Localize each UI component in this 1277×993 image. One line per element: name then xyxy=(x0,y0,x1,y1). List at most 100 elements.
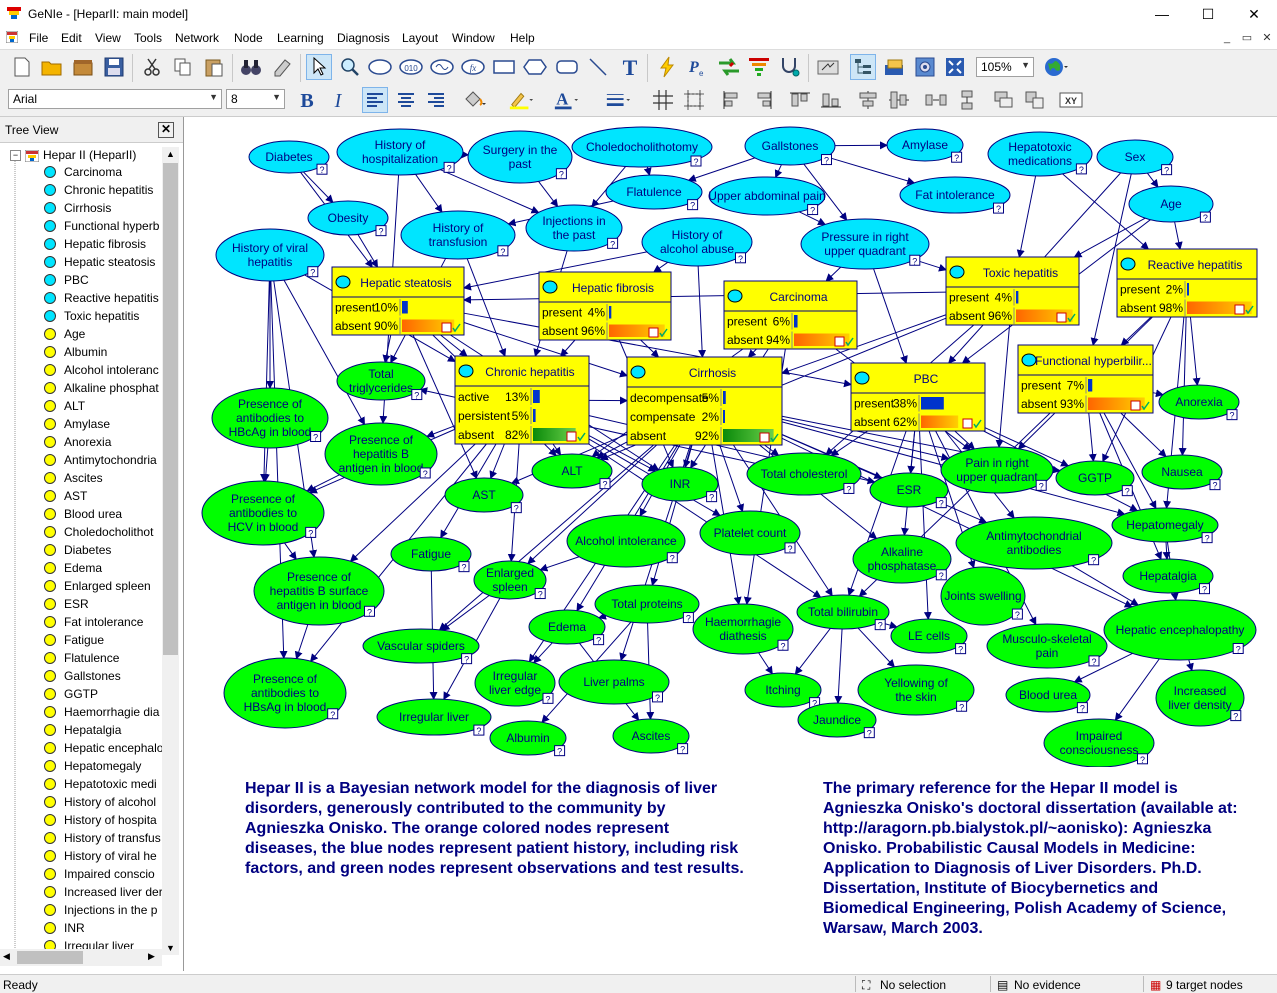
tree-item[interactable]: Irregular liver xyxy=(44,937,134,949)
menu-edit[interactable]: Edit xyxy=(61,31,82,45)
snap-to-grid-icon[interactable] xyxy=(681,87,707,113)
tree-item[interactable]: Hepatotoxic medi xyxy=(44,775,157,793)
center-horizontal-icon[interactable] xyxy=(855,87,881,113)
arc[interactable] xyxy=(826,267,841,281)
zoom-magnifier-icon[interactable] xyxy=(337,54,363,80)
arc[interactable] xyxy=(1019,176,1035,257)
symptom-node-irregular[interactable]: Irregular liver? xyxy=(377,699,491,736)
tree-item[interactable]: History of alcohol xyxy=(44,793,156,811)
arc[interactable] xyxy=(920,431,929,619)
align-right-icon[interactable] xyxy=(423,87,449,113)
menu-file[interactable]: File xyxy=(29,31,48,45)
arc[interactable] xyxy=(1189,660,1192,671)
arc[interactable] xyxy=(285,543,297,559)
zoom-select[interactable]: 105%▼ xyxy=(976,57,1034,77)
align-nodes-left-icon[interactable] xyxy=(719,87,745,113)
utility-node-icon[interactable] xyxy=(522,54,548,80)
document-icon[interactable] xyxy=(6,31,18,43)
tree-item[interactable]: Fatigue xyxy=(44,631,104,649)
tree-item[interactable]: Blood urea xyxy=(44,505,122,523)
symptom-node-esr[interactable]: ESR? xyxy=(870,473,948,509)
history-node-diabetes[interactable]: Diabetes? xyxy=(249,141,329,175)
arc[interactable] xyxy=(599,616,606,618)
symptom-node-alt[interactable]: ALT? xyxy=(532,454,612,490)
tree-item[interactable]: Hepatalgia xyxy=(44,721,121,739)
arc[interactable] xyxy=(749,349,757,357)
tree-item[interactable]: Fat intolerance xyxy=(44,613,143,631)
font-color-icon[interactable]: A xyxy=(553,87,579,113)
tree-item[interactable]: Cirrhosis xyxy=(44,199,111,217)
chance-node-icon[interactable] xyxy=(367,54,393,80)
arc[interactable] xyxy=(647,167,649,175)
symptom-node-lecells[interactable]: LE cells? xyxy=(891,619,967,655)
case-manager-icon[interactable] xyxy=(881,54,907,80)
tree-item[interactable]: Reactive hepatitis xyxy=(44,289,159,307)
arc[interactable] xyxy=(698,266,702,357)
tree-view-toggle-icon[interactable] xyxy=(850,54,876,80)
arc[interactable] xyxy=(999,325,1010,447)
history-node-flat[interactable]: Flatulence? xyxy=(606,175,702,211)
arc[interactable] xyxy=(464,292,946,300)
tree-item[interactable]: Antimytochondria xyxy=(44,451,157,469)
fill-color-bucket-icon[interactable] xyxy=(462,87,488,113)
tree-item[interactable]: Hepatomegaly xyxy=(44,757,141,775)
equation-node-icon[interactable]: fx xyxy=(460,54,486,80)
menu-learning[interactable]: Learning xyxy=(277,31,324,45)
tree-item[interactable]: Functional hyperb xyxy=(44,217,159,235)
arc[interactable] xyxy=(441,335,467,356)
scroll-right-icon[interactable]: ▶ xyxy=(148,951,155,962)
arc[interactable] xyxy=(1121,317,1151,345)
tree-vertical-scrollbar[interactable]: ▲ ▼ xyxy=(162,147,179,955)
save-icon[interactable] xyxy=(101,54,127,80)
arc[interactable] xyxy=(296,624,307,658)
text-tool-icon[interactable]: T xyxy=(617,54,643,80)
arc[interactable] xyxy=(1190,317,1197,385)
symptom-node-itching[interactable]: Itching? xyxy=(745,673,821,709)
open-folder-icon[interactable] xyxy=(39,54,65,80)
symptom-node-bili[interactable]: Total bilirubin? xyxy=(797,595,889,631)
history-node-age[interactable]: Age? xyxy=(1129,186,1213,223)
arc[interactable] xyxy=(720,445,743,511)
tree-item[interactable]: Anorexia xyxy=(44,433,111,451)
tree-item[interactable]: Diabetes xyxy=(44,541,111,559)
collapse-minus-icon[interactable]: − xyxy=(10,150,21,161)
tree-item[interactable]: Ascites xyxy=(44,469,103,487)
paste-icon[interactable] xyxy=(201,54,227,80)
font-size-select[interactable]: 8▼ xyxy=(226,89,285,109)
menu-window[interactable]: Window xyxy=(452,31,495,45)
xy-coordinates-icon[interactable]: XY xyxy=(1058,87,1084,113)
tree-item[interactable]: History of transfus xyxy=(44,829,161,847)
menu-view[interactable]: View xyxy=(95,31,121,45)
tree-item[interactable]: GGTP xyxy=(44,685,98,703)
select-pointer-icon[interactable] xyxy=(306,54,332,80)
tree-item[interactable]: Hepatic encephalo xyxy=(44,739,162,757)
same-size-icon[interactable] xyxy=(1022,87,1048,113)
symptom-node-jaundice[interactable]: Jaundice? xyxy=(798,703,876,739)
arc[interactable] xyxy=(1153,393,1163,395)
diagnosis-stethoscope-icon[interactable] xyxy=(777,54,803,80)
tree-item[interactable]: Injections in the p xyxy=(44,901,157,919)
arc[interactable] xyxy=(1089,413,1094,461)
arc[interactable] xyxy=(1121,413,1166,456)
tree-item[interactable]: Gallstones xyxy=(44,667,121,685)
sensitivity-funnel-icon[interactable] xyxy=(746,54,772,80)
arc[interactable] xyxy=(1175,222,1180,249)
symptom-node-anorexia[interactable]: Anorexia? xyxy=(1159,385,1239,421)
symptom-node-bloodurea[interactable]: Blood urea? xyxy=(1006,678,1090,714)
symptom-node-alcint[interactable]: Alcohol intolerance? xyxy=(567,515,685,567)
settings-gear-icon[interactable] xyxy=(912,54,938,80)
arc[interactable] xyxy=(416,174,442,212)
symptom-node-edema[interactable]: Edema? xyxy=(529,610,605,646)
